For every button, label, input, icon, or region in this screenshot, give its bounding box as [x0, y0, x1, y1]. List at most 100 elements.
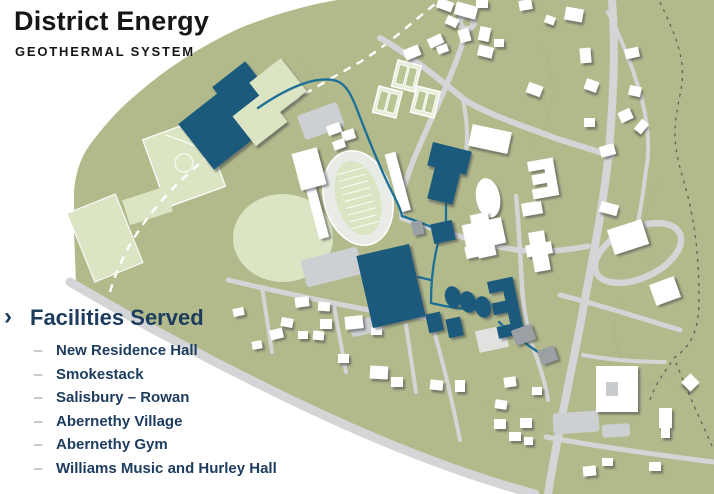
- facility-label: New Residence Hall: [56, 342, 198, 359]
- hall-building: [525, 230, 553, 273]
- tennis-courts: [371, 59, 442, 119]
- abernethy-village-building: [474, 296, 492, 318]
- building: [251, 340, 263, 350]
- dash-icon: –: [34, 365, 43, 383]
- building: [633, 118, 650, 135]
- building: [320, 319, 332, 329]
- dash-icon: –: [34, 342, 43, 359]
- facility-item: –Smokestack: [34, 363, 277, 387]
- building: [584, 118, 595, 127]
- building: [583, 78, 600, 93]
- facilities-served-panel: › Facilities Served –New Residence Hall …: [4, 303, 277, 480]
- building: [268, 327, 285, 341]
- building: [598, 143, 617, 158]
- parking-layer: [297, 102, 631, 438]
- building: [477, 26, 492, 42]
- facilities-heading: Facilities Served: [30, 305, 204, 330]
- new-residence-hall: [427, 142, 472, 205]
- building: [232, 306, 245, 318]
- building: [453, 1, 479, 20]
- building: [317, 301, 331, 312]
- building: [435, 0, 455, 13]
- building: [579, 47, 592, 64]
- building: [476, 0, 488, 8]
- building: [280, 317, 294, 328]
- building: [503, 376, 517, 388]
- building: [564, 6, 584, 23]
- dome-building: [475, 178, 501, 218]
- building: [521, 200, 543, 217]
- facility-label: Salisbury – Rowan: [56, 389, 190, 406]
- facility-item: –Abernethy Village: [34, 410, 277, 434]
- building: [606, 219, 650, 255]
- building: [426, 33, 445, 49]
- building: [494, 399, 508, 410]
- building: [532, 387, 542, 395]
- building: [598, 200, 620, 217]
- chevron-icon: ›: [4, 303, 12, 330]
- building: [661, 428, 670, 438]
- facility-item: –Williams Music and Hurley Hall: [34, 457, 277, 481]
- building: [369, 365, 389, 380]
- building: [455, 380, 465, 392]
- building: [340, 128, 357, 142]
- building: [429, 379, 444, 391]
- building: [391, 377, 403, 387]
- williams-music-hall: [510, 323, 537, 346]
- abernethy-village-building: [459, 291, 477, 313]
- building: [457, 27, 472, 44]
- page-subtitle: GEOTHERMAL SYSTEM: [15, 44, 195, 59]
- title-block: District Energy GEOTHERMAL SYSTEM: [14, 6, 209, 59]
- building: [494, 39, 504, 47]
- smokestack: [410, 219, 425, 236]
- dash-icon: –: [34, 436, 43, 453]
- building: [291, 147, 327, 191]
- building: [494, 419, 506, 429]
- building: [602, 458, 613, 466]
- building: [298, 331, 308, 339]
- building: [520, 418, 532, 428]
- facility-label: Williams Music and Hurley Hall: [56, 459, 277, 477]
- tennis-court: [390, 59, 423, 93]
- buildings-layer: [232, 0, 700, 477]
- building: [628, 84, 642, 98]
- facility-item: –New Residence Hall: [34, 339, 277, 363]
- building: [659, 408, 672, 428]
- building: [468, 124, 512, 154]
- building: [476, 44, 495, 59]
- abernethy-village-building: [445, 316, 464, 339]
- building: [524, 437, 533, 445]
- building: [518, 0, 533, 12]
- page-title: District Energy: [14, 6, 210, 36]
- grandstand: [303, 176, 330, 240]
- facility-item: –Salisbury – Rowan: [34, 386, 277, 410]
- building: [681, 373, 700, 392]
- building: [294, 296, 310, 308]
- building: [371, 327, 382, 335]
- building: [509, 432, 521, 441]
- academic-hall: [461, 211, 507, 260]
- building: [543, 14, 557, 26]
- facilities-list: –New Residence Hall –Smokestack –Salisbu…: [34, 339, 277, 480]
- facility-label: Abernethy Village: [56, 412, 183, 430]
- tennis-court: [409, 85, 442, 119]
- abernethy-village-building: [444, 286, 462, 308]
- salisbury-rowan: [487, 276, 525, 339]
- grandstand: [384, 151, 411, 213]
- building: [331, 138, 347, 151]
- building: [649, 276, 681, 306]
- building: [582, 465, 597, 477]
- facility-item: –Abernethy Gym: [34, 433, 277, 457]
- abernethy-village-building: [425, 311, 444, 334]
- nature-trail: [659, 1, 714, 449]
- dash-icon: –: [34, 412, 43, 430]
- building: [525, 81, 544, 98]
- building: [444, 14, 460, 29]
- dash-icon: –: [34, 459, 43, 477]
- geothermal-well-field: [178, 58, 307, 170]
- facility-label: Smokestack: [56, 365, 144, 383]
- practice-field: [66, 193, 144, 283]
- building: [624, 46, 640, 60]
